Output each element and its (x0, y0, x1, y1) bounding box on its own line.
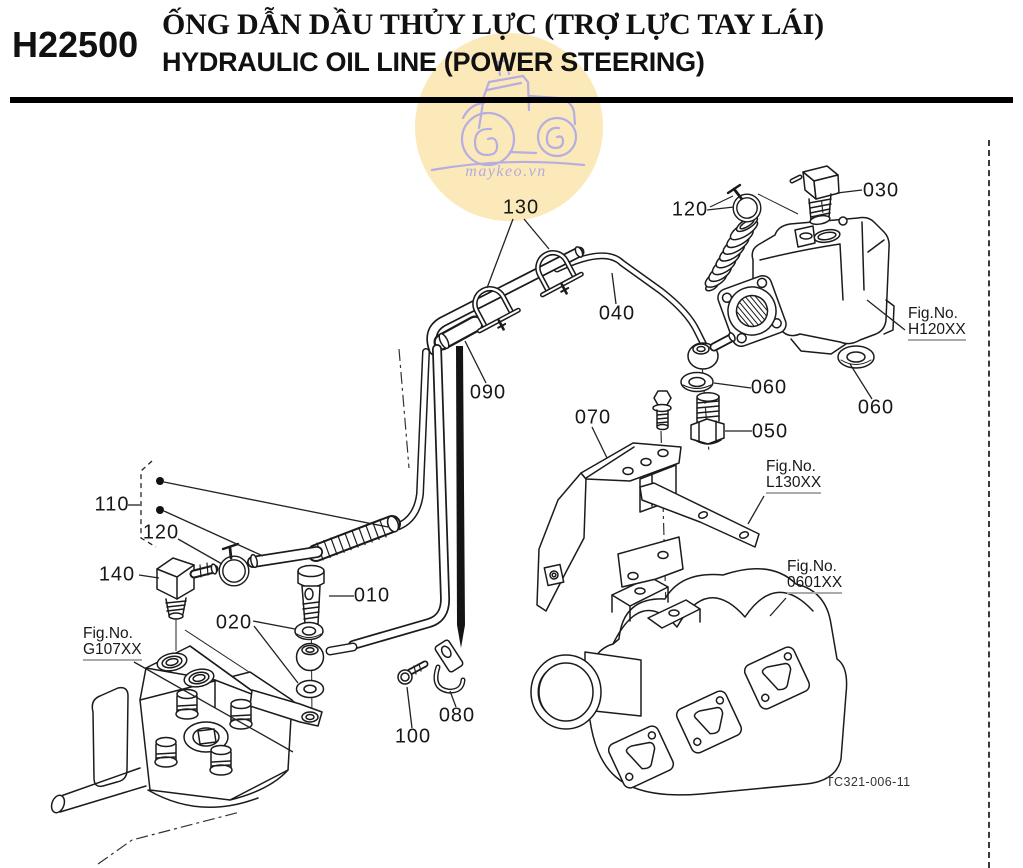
section-code: H22500 (12, 24, 139, 65)
callout-070: 070 (574, 406, 612, 429)
callout-050: 050 (751, 420, 789, 443)
manifold-assembly (530, 568, 848, 796)
fig-ref-code: H120XX (908, 322, 966, 341)
oil-pipes (247, 246, 708, 656)
drawing-code: TC321-006-11 (826, 775, 911, 789)
page-border-dashed (988, 140, 990, 868)
page-title-vietnamese: ỐNG DẪN DẦU THỦY LỰC (TRỢ LỰC TAY LÁI) (162, 8, 824, 41)
callout-dots (156, 477, 164, 514)
fig-ref-label: Fig.No. (766, 458, 816, 475)
fig-ref-code: L130XX (766, 475, 822, 494)
callout-020: 020 (215, 611, 253, 634)
fig-ref-label: Fig.No. (908, 305, 958, 322)
fig-ref-h120xx: Fig.No. H120XX (908, 306, 966, 341)
bellows-and-fitting (704, 165, 840, 292)
pipe-clamp-130-b (535, 250, 584, 298)
callout-010: 010 (353, 584, 391, 607)
pipe-clamp-130-a (472, 286, 521, 334)
fig-ref-code: 0601XX (787, 575, 843, 594)
clamp-bolt-pair (397, 639, 466, 694)
callout-110: 110 (94, 493, 130, 516)
callout-060-left: 060 (750, 376, 788, 399)
bracket-070 (536, 390, 682, 612)
callout-030: 030 (862, 179, 900, 202)
callout-080: 080 (438, 704, 476, 727)
fig-ref-label: Fig.No. (83, 625, 133, 642)
watermark-circle (415, 33, 603, 221)
fig-ref-l130xx: Fig.No. L130XX (766, 458, 822, 494)
page-title-english: HYDRAULIC OIL LINE (POWER STEERING) (162, 47, 705, 77)
callout-120-mid: 120 (142, 521, 180, 544)
header-rule (10, 97, 1013, 103)
callout-060-right: 060 (857, 396, 895, 419)
callout-120-top: 120 (671, 198, 709, 221)
fig-ref-label: Fig.No. (787, 558, 837, 575)
elbow-and-clamp (156, 542, 250, 620)
fig-ref-code: G107XX (83, 642, 142, 661)
watermark-site-text: maykeo.vn (465, 163, 547, 180)
callout-040: 040 (598, 302, 636, 325)
callout-130: 130 (502, 196, 540, 219)
bold-pipe-highlight (456, 346, 465, 648)
pump-banjo-joint (680, 332, 736, 445)
callout-100: 100 (394, 725, 432, 748)
steering-gear-assembly (50, 645, 323, 814)
banjo-bolt-stack (294, 564, 325, 699)
leader-lines (128, 189, 906, 753)
callout-140: 140 (98, 563, 136, 586)
fig-ref-0601xx: Fig.No. 0601XX (787, 558, 843, 594)
callout-090: 090 (469, 381, 507, 404)
pump-assembly (717, 216, 895, 369)
stay-bar-assembly (617, 464, 760, 588)
fig-ref-g107xx: Fig.No. G107XX (83, 626, 142, 661)
